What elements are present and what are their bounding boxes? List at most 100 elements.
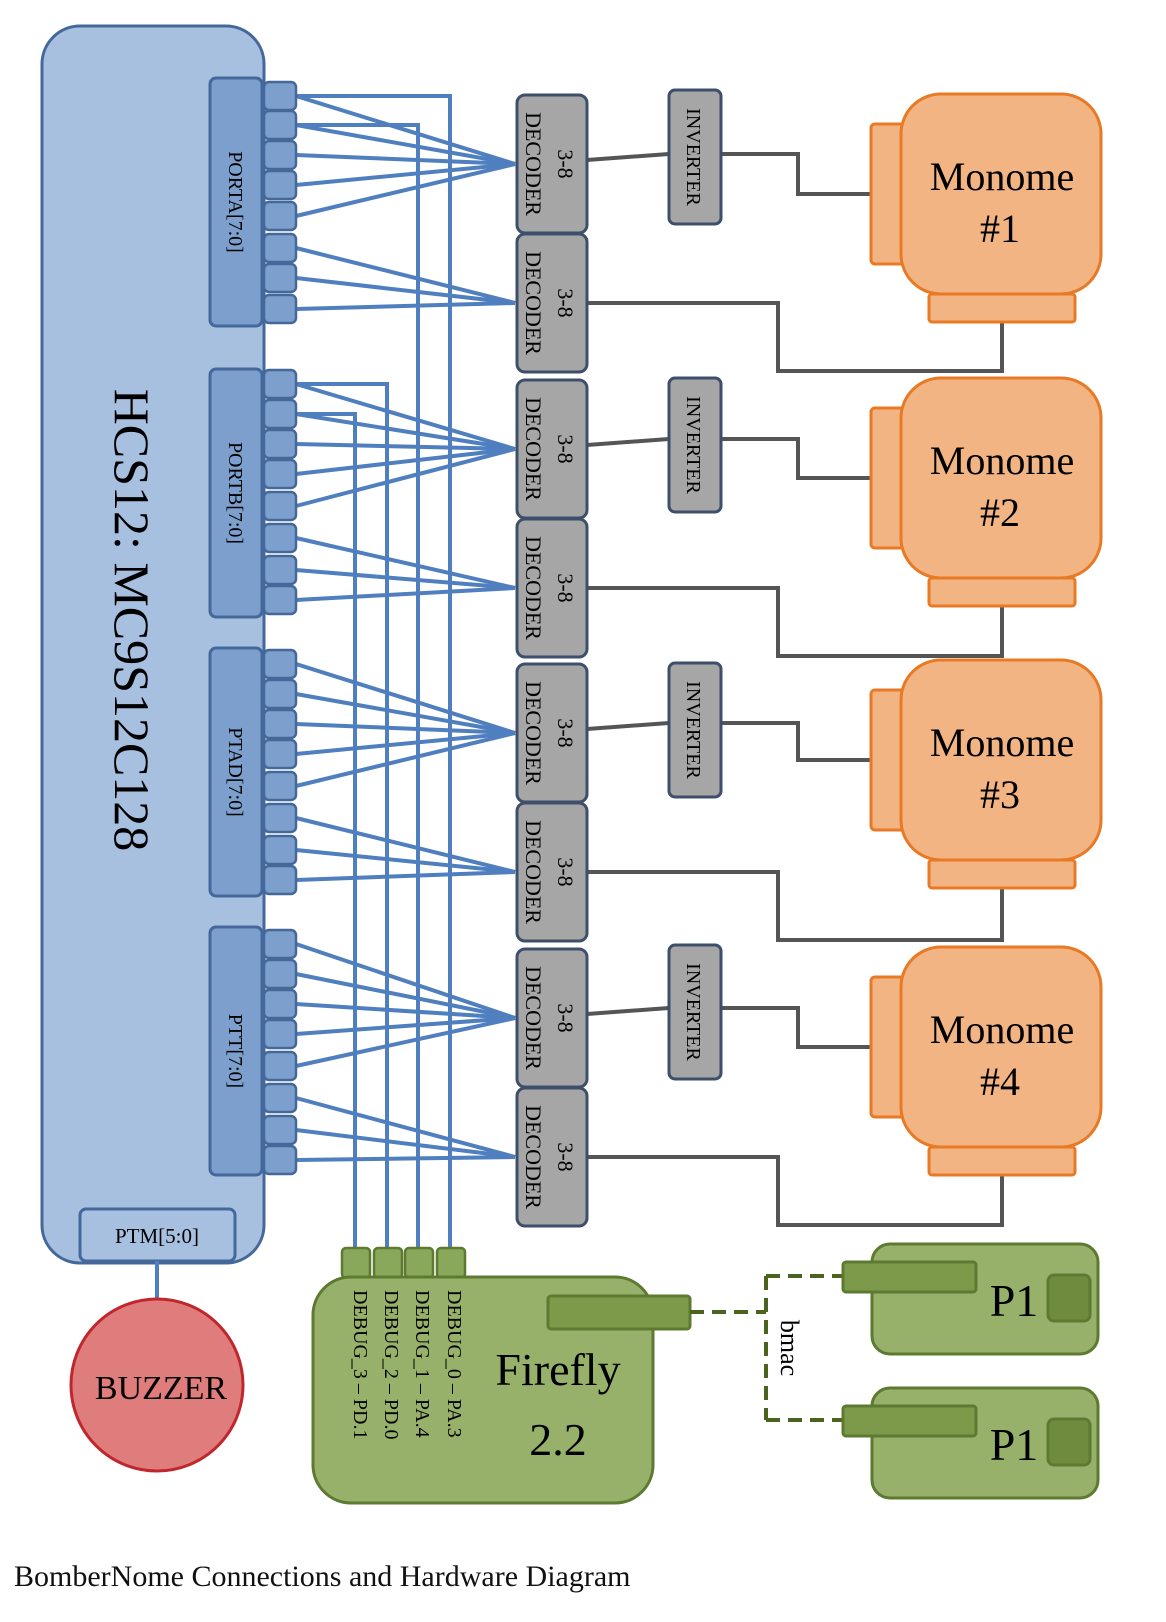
- port-wire: [295, 731, 516, 756]
- port-wire: [295, 382, 516, 451]
- debug-wire-1: [296, 123, 420, 1250]
- inverter-to-monome-wire: [721, 721, 872, 762]
- decoder-label: DECODER: [521, 112, 546, 216]
- port-pin: [262, 738, 298, 770]
- port-wire: [295, 722, 516, 735]
- debug-label-1: DEBUG_1 – PA.4: [411, 1290, 433, 1438]
- firefly-name: Firefly: [495, 1344, 620, 1395]
- port-block-1: [208, 367, 264, 619]
- decoder-to-inverter-wire: [586, 1006, 670, 1016]
- ptm-label: PTM[5:0]: [115, 1224, 199, 1248]
- inverter-label: INVERTER: [682, 108, 704, 206]
- decoder-wires: [586, 152, 1004, 1227]
- port-wire: [295, 301, 516, 311]
- port-pin: [262, 584, 298, 616]
- firefly-antenna: [546, 1294, 692, 1331]
- monome-4: Monome#4: [869, 945, 1103, 1177]
- ports: PORTA[7:0]PORTB[7:0]PTAD[7:0]PTT[7:0]: [208, 76, 298, 1177]
- p1-antenna: [841, 1260, 978, 1294]
- debug-label-3: DEBUG_3 – PD.1: [349, 1290, 371, 1439]
- monome-bottom-tab: [927, 292, 1077, 324]
- port-block-0: [208, 76, 264, 328]
- debug-wires: [296, 94, 452, 1250]
- port-pin: [262, 708, 298, 740]
- inverter-2: [667, 661, 723, 799]
- port-pin: [262, 648, 298, 680]
- firefly-pin-3: [435, 1246, 467, 1280]
- decoder-label-3-8: 3-8: [553, 1142, 578, 1171]
- monome-1: Monome#1: [869, 92, 1103, 324]
- p1-chip: [1046, 1273, 1092, 1323]
- port-pin: [262, 262, 298, 294]
- monome-number: #2: [980, 490, 1020, 535]
- port-pin: [262, 834, 298, 866]
- inverter-3: [667, 943, 723, 1081]
- monome-2: Monome#2: [869, 376, 1103, 608]
- firefly-pin-0: [340, 1246, 372, 1280]
- port-pin: [262, 770, 298, 802]
- monome-name: Monome: [930, 720, 1074, 765]
- firefly-pin-2: [403, 1246, 435, 1280]
- firefly-version: 2.2: [529, 1414, 587, 1465]
- inverter-1: [667, 376, 723, 514]
- p1-node-2: P1: [841, 1386, 1100, 1500]
- port-wire: [295, 1016, 516, 1068]
- firefly-board: [311, 1275, 655, 1505]
- port-label-0: PORTA[7:0]: [224, 151, 246, 253]
- monome-bottom-tab: [927, 1145, 1077, 1177]
- debug-label-2: DEBUG_2 – PD.0: [380, 1290, 402, 1439]
- port-wire: [295, 94, 516, 166]
- port-block-3: [208, 925, 264, 1177]
- inverter-to-monome-wire: [721, 1006, 872, 1049]
- port-wire: [295, 447, 516, 508]
- p1-label: P1: [990, 1419, 1039, 1470]
- port-label-2: PTAD[7:0]: [224, 727, 246, 817]
- port-pin: [262, 554, 298, 586]
- decoder-label: DECODER: [521, 681, 546, 785]
- port-wire: [295, 1002, 516, 1020]
- inverter-label: INVERTER: [682, 963, 704, 1061]
- decoder-to-monome-wire: [587, 1155, 1004, 1227]
- decoder-2-1: [515, 801, 589, 943]
- monome-number: #4: [980, 1059, 1020, 1104]
- port-wire: [295, 123, 516, 166]
- port-wire: [295, 1155, 516, 1162]
- caption: BomberNome Connections and Hardware Diag…: [14, 1560, 631, 1593]
- port-pin: [262, 139, 298, 171]
- wireless-label: bmac: [775, 1320, 804, 1376]
- inverter-to-monome-wire: [721, 152, 872, 196]
- port-wire: [295, 536, 516, 590]
- port-wire: [295, 447, 516, 476]
- decoder-to-monome-wire: [587, 586, 1004, 658]
- debug-labels: DEBUG_0 – PA.3 DEBUG_1 – PA.4 DEBUG_2 – PD…: [349, 1290, 465, 1439]
- port-wire: [295, 1016, 516, 1036]
- port-pin: [262, 169, 298, 201]
- decoder-label: DECODER: [521, 966, 546, 1070]
- port-wire: [295, 276, 516, 305]
- p1-node-1: P1: [841, 1242, 1100, 1356]
- debug-label-0: DEBUG_0 – PA.3: [443, 1290, 465, 1438]
- port-wire: [295, 942, 516, 1020]
- decoder-label-3-8: 3-8: [553, 149, 578, 178]
- port-pin: [262, 1144, 298, 1176]
- port-pin: [262, 678, 298, 710]
- port-wire: [295, 162, 516, 218]
- port-block-2: [208, 646, 264, 898]
- monome-number: #1: [980, 206, 1020, 251]
- port-pin: [262, 1050, 298, 1082]
- port-wire: [295, 662, 516, 735]
- decoder-to-inverter-wire: [586, 437, 670, 447]
- port-wire: [295, 153, 516, 166]
- firefly-pin-1: [372, 1246, 404, 1280]
- wireless-link: [690, 1274, 843, 1422]
- port-pin: [262, 1018, 298, 1050]
- port-wire: [295, 731, 516, 788]
- port-wires: [295, 94, 516, 1162]
- inverter-0: [667, 88, 723, 226]
- debug-wire-0: [296, 94, 452, 1250]
- decoder-label: DECODER: [521, 536, 546, 640]
- decoder-label: DECODER: [521, 820, 546, 924]
